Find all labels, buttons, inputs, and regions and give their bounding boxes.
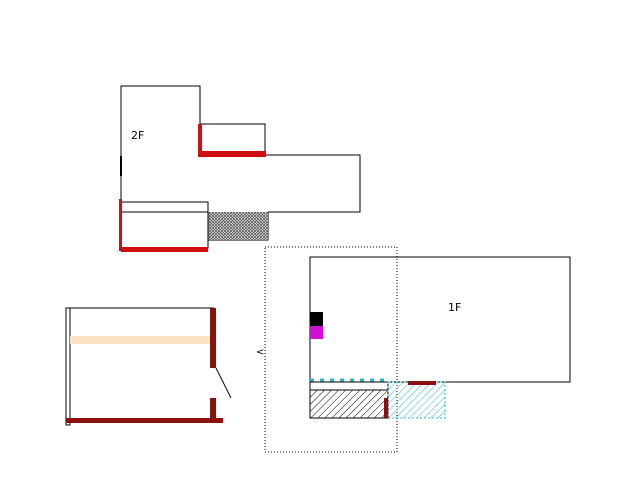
- first-floor-plan: 1F: [309, 256, 571, 419]
- section-door-swing: [215, 367, 232, 399]
- second-floor-lower-room: [120, 201, 209, 249]
- second-floor-upper-red-wall: [198, 151, 266, 157]
- second-floor-window-mark: [120, 156, 122, 176]
- first-floor-dark-red-post: [384, 398, 388, 418]
- section-right-wall-lower: [210, 398, 216, 420]
- section-view-outline: [65, 307, 214, 426]
- first-floor-black-box: [310, 312, 323, 326]
- first-floor-cyan-hatch: [387, 381, 446, 419]
- second-floor-label: 2F: [131, 129, 144, 142]
- second-floor-upper-red-post: [198, 124, 202, 157]
- section-peach-strip: [70, 336, 212, 344]
- section-right-wall-upper: [210, 308, 216, 368]
- second-floor-lower-red-wall: [121, 247, 208, 252]
- first-floor-label: 1F: [448, 301, 461, 314]
- first-floor-dark-red-wall-top: [408, 381, 436, 385]
- first-floor-entrance-room: [309, 381, 389, 391]
- first-floor-outline: [309, 256, 571, 383]
- first-floor-black-hatch: [309, 389, 389, 419]
- second-floor-plan: 2F: [119, 85, 361, 252]
- section-view: [65, 307, 232, 426]
- selection-frame[interactable]: [264, 246, 398, 453]
- section-floor-slab: [66, 418, 223, 423]
- second-floor-left-red-wall: [119, 199, 122, 251]
- direction-arrow-icon: <: [256, 347, 264, 358]
- second-floor-balcony-hatch: [208, 212, 268, 240]
- first-floor-magenta-box: [310, 326, 323, 339]
